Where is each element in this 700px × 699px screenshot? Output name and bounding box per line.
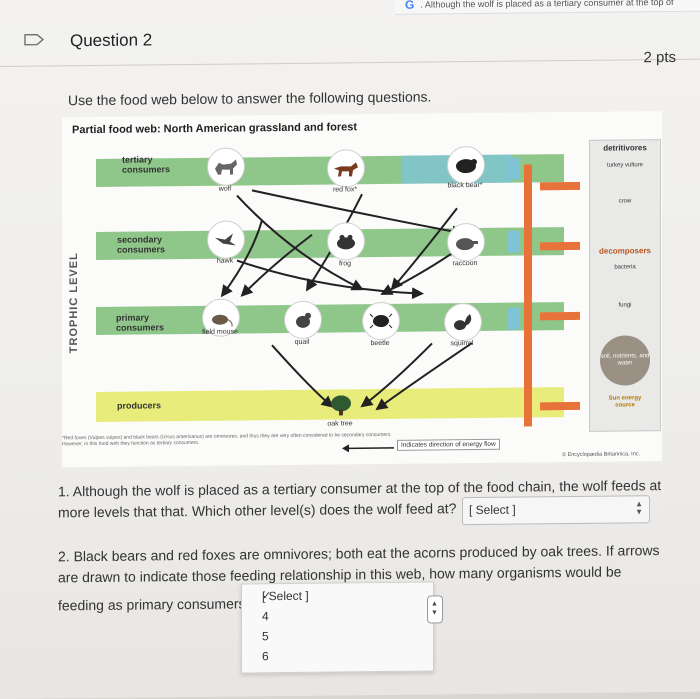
question-points: 2 pts — [643, 48, 676, 67]
energy-flow-legend: Indicates direction of energy flow — [397, 438, 500, 451]
flag-icon[interactable] — [24, 33, 44, 46]
field-mouse-label: field mouse — [202, 328, 238, 336]
question-2-select-spinner[interactable]: ▲▼ — [427, 595, 443, 624]
frog-label: frog — [338, 260, 352, 268]
squirrel-icon — [444, 302, 482, 342]
oak-tree-icon — [322, 386, 360, 424]
google-hint-bar: G . Although the wolf is placed as a ter… — [395, 0, 700, 15]
squirrel-label: squirrel — [450, 340, 474, 348]
hawk-label: hawk — [216, 257, 234, 265]
dropdown-option-select[interactable]: ✓ [ Select ] — [242, 584, 433, 606]
quail-icon — [284, 300, 322, 340]
wolf-icon — [207, 147, 245, 186]
raccoon-icon — [447, 222, 485, 262]
option-label: [ Select ] — [262, 588, 309, 604]
detritivores-title: detritivores — [603, 143, 647, 153]
select-caret-icon: ▲▼ — [635, 499, 643, 517]
decomposers-title: decomposers — [598, 246, 652, 256]
spinner-arrows-icon: ▲▼ — [431, 600, 438, 617]
fungi-label: fungi — [618, 302, 632, 309]
quail-label: quail — [294, 338, 310, 346]
dropdown-option-4[interactable]: 4 — [242, 604, 433, 626]
red-fox-icon — [327, 149, 365, 188]
crow-label: crow — [618, 198, 632, 205]
hawk-icon — [207, 220, 245, 259]
raccoon-label: raccoon — [452, 259, 478, 268]
option-label: 5 — [262, 629, 269, 644]
black-bear-label: black bear* — [447, 181, 483, 190]
question-1-select[interactable]: [ Select ] ▲▼ — [462, 495, 650, 526]
oak-tree-label: oak tree — [327, 420, 353, 428]
option-label: 4 — [262, 609, 269, 624]
field-mouse-icon — [202, 298, 240, 337]
question-1-select-value: [ Select ] — [469, 502, 516, 518]
google-icon: G — [405, 0, 415, 12]
energy-arrows — [220, 157, 580, 427]
question-2-text: 2. Black bears and red foxes are omnivor… — [58, 542, 660, 586]
question-header: Question 2 2 pts — [0, 14, 700, 67]
question-title: Question 2 — [70, 30, 153, 51]
copyright-text: © Encyclopædia Britannica, Inc. — [562, 451, 641, 459]
question-2-dropdown-menu[interactable]: ✓ [ Select ] 4 5 6 — [241, 581, 434, 674]
option-label: 6 — [262, 649, 269, 664]
question-intro: Use the food web below to answer the fol… — [68, 88, 432, 109]
bacteria-label: bacteria — [614, 264, 636, 271]
sun-energy-label: Sun energy source — [608, 395, 642, 409]
legend-arrow-icon — [342, 444, 394, 453]
turkey-vulture-label: turkey vulture — [606, 162, 643, 169]
dropdown-option-5[interactable]: 5 — [242, 624, 433, 646]
frog-icon — [327, 222, 365, 261]
google-hint-text: . Although the wolf is placed as a terti… — [420, 0, 674, 10]
question-2-tail-text: feeding as primary consumers — [58, 595, 246, 614]
red-fox-label: red fox* — [332, 186, 358, 194]
soil-nutrients-circle: soil, nutrients, and water — [600, 335, 650, 386]
dropdown-option-6[interactable]: 6 — [242, 644, 433, 666]
beetle-icon — [362, 301, 400, 341]
food-web-figure: Partial food web: North American grassla… — [62, 111, 662, 468]
beetle-label: beetle — [370, 339, 390, 348]
wolf-label: wolf — [218, 185, 232, 193]
detritivores-panel: detritivores turkey vulture crow decompo… — [589, 139, 661, 432]
black-bear-icon — [447, 145, 485, 185]
